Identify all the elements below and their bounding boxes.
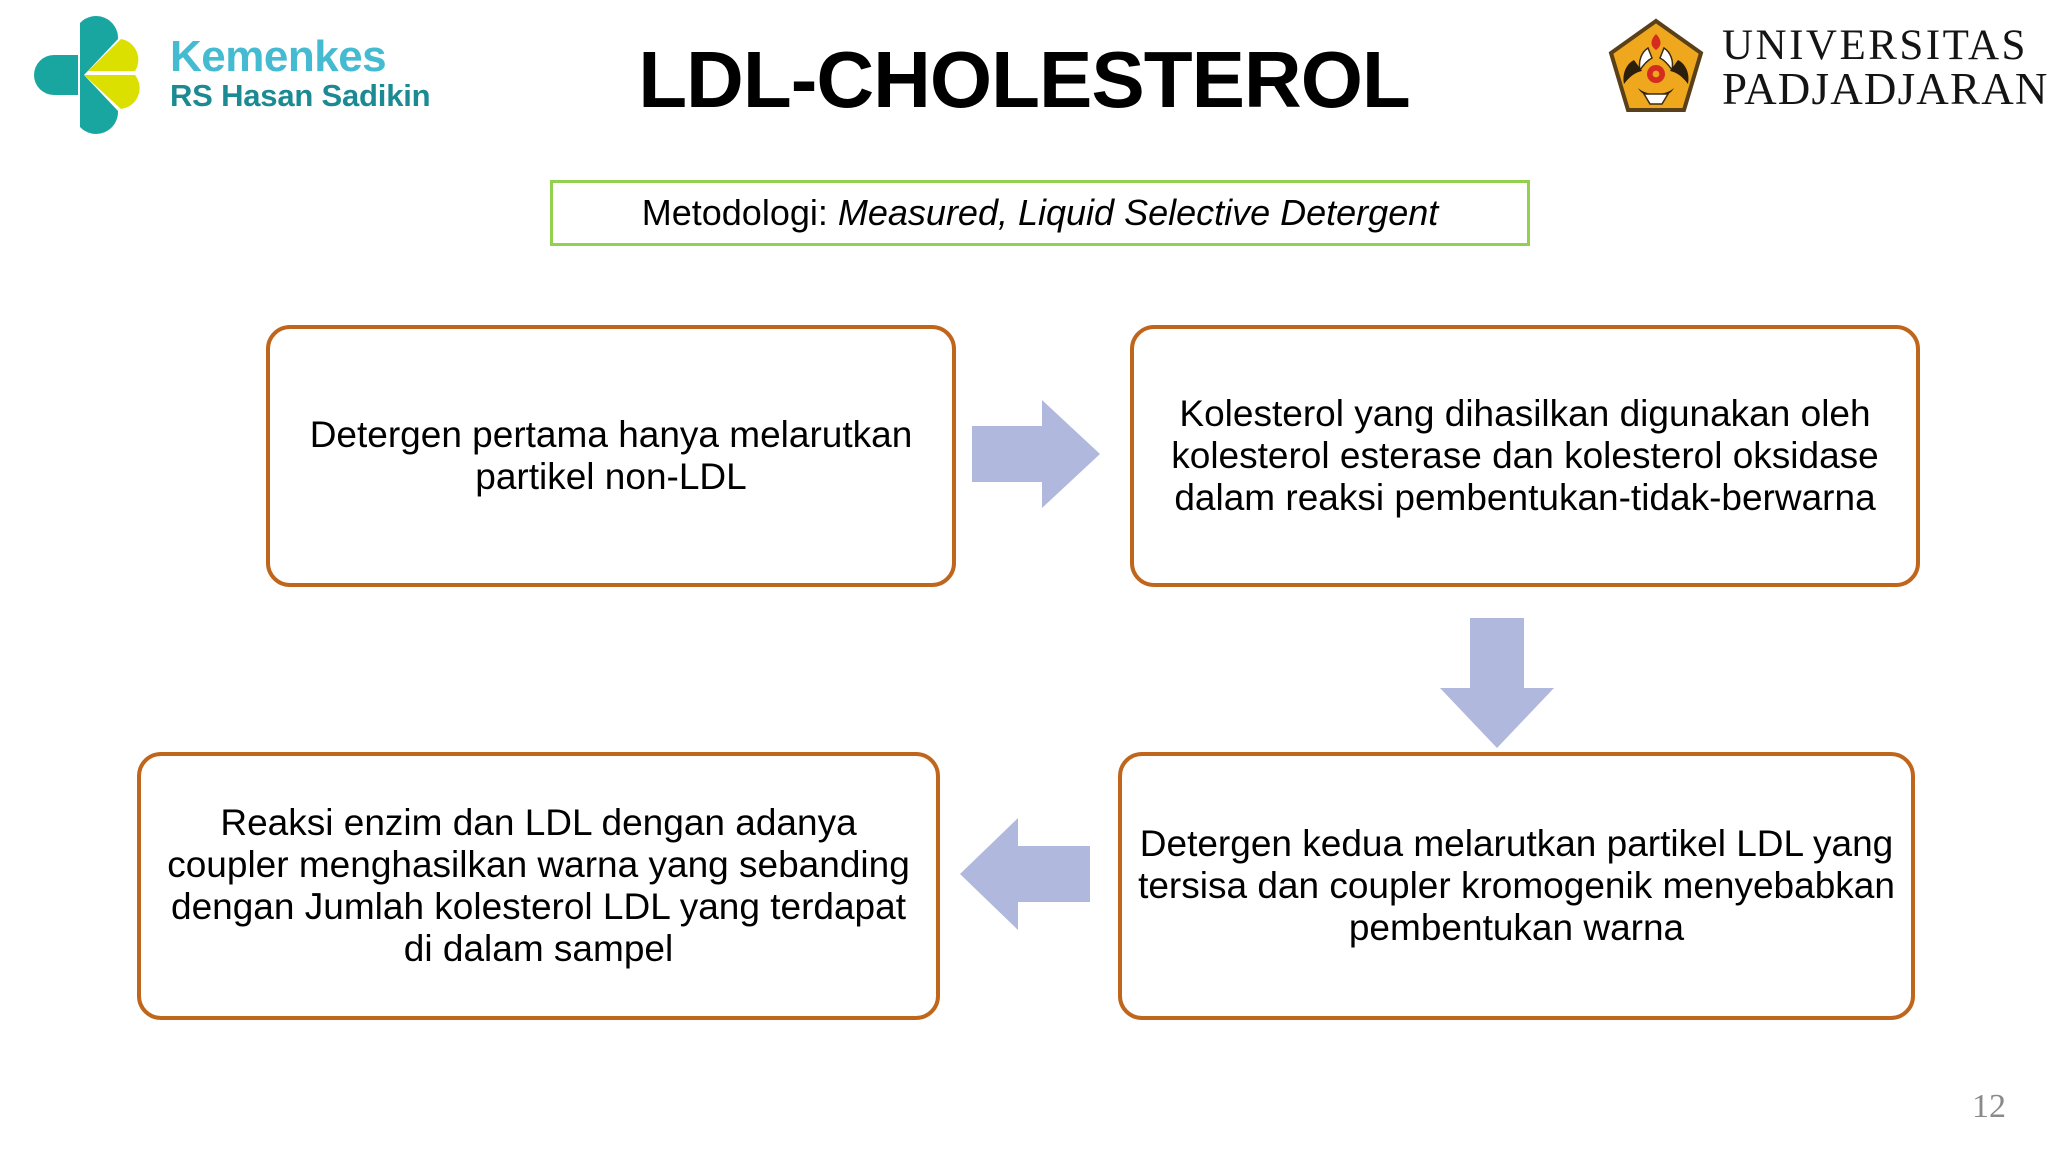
page-number: 12 <box>1972 1088 2006 1125</box>
kemenkes-flower-logo-icon <box>22 9 152 137</box>
page-title: LDL-CHOLESTEROL <box>638 35 1411 124</box>
process-box-step-4: Reaksi enzim dan LDL dengan adanya coupl… <box>137 752 940 1020</box>
process-box-step-3-text: Detergen kedua melarutkan partikel LDL y… <box>1138 822 1895 949</box>
unpad-subtitle: PADJADJARAN <box>1722 64 2048 114</box>
unpad-title: UNIVERSITAS <box>1722 22 2028 69</box>
process-box-step-4-text: Reaksi enzim dan LDL dengan adanya coupl… <box>167 801 910 970</box>
kemenkes-wordmark: Kemenkes RS Hasan Sadikin <box>170 31 431 113</box>
kemenkes-logo: Kemenkes RS Hasan Sadikin <box>22 8 522 138</box>
methodology-text: Metodologi: Measured, Liquid Selective D… <box>642 192 1439 234</box>
methodology-label: Metodologi: <box>641 192 828 233</box>
kemenkes-subtitle: RS Hasan Sadikin <box>170 77 431 113</box>
process-box-step-1: Detergen pertama hanya melarutkan partik… <box>266 325 956 587</box>
universitas-padjadjaran-emblem-icon <box>1604 16 1708 120</box>
process-box-step-2-text: Kolesterol yang dihasilkan digunakan ole… <box>1171 392 1879 519</box>
unpad-wordmark: UNIVERSITAS PADJADJARAN <box>1722 24 2048 112</box>
kemenkes-title: Kemenkes <box>170 31 387 81</box>
arrow-left-icon <box>960 818 1090 930</box>
methodology-box: Metodologi: Measured, Liquid Selective D… <box>550 180 1530 246</box>
process-box-step-3: Detergen kedua melarutkan partikel LDL y… <box>1118 752 1915 1020</box>
arrow-down-icon <box>1440 618 1554 748</box>
process-box-step-1-text: Detergen pertama hanya melarutkan partik… <box>309 413 913 497</box>
arrow-right-icon <box>972 400 1100 508</box>
methodology-value: Measured, Liquid Selective Detergent <box>837 192 1439 233</box>
process-box-step-2: Kolesterol yang dihasilkan digunakan ole… <box>1130 325 1920 587</box>
unpad-logo: UNIVERSITAS PADJADJARAN <box>1604 8 2047 128</box>
